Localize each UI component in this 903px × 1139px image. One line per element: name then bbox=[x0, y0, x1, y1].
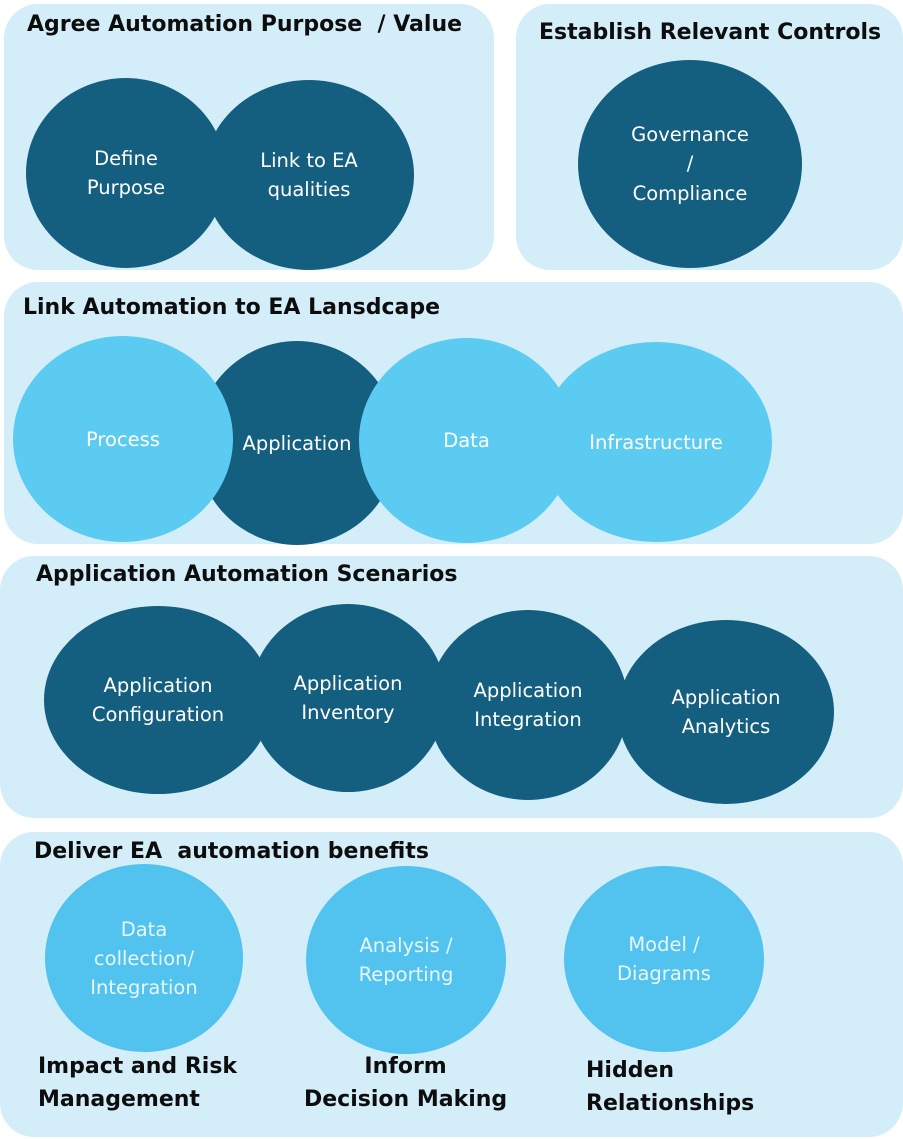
data-collection-integration-circle: Data collection/ Integration bbox=[45, 864, 243, 1052]
circle-line: Integration bbox=[474, 708, 582, 731]
circle-line: Inventory bbox=[301, 701, 395, 724]
circle-line: Data bbox=[120, 917, 168, 941]
circle-line: Application bbox=[103, 674, 213, 697]
outcome-line: Management bbox=[38, 1087, 200, 1112]
circle-line: qualities bbox=[267, 178, 351, 201]
circle-line: / bbox=[686, 152, 694, 176]
circle-line: Application bbox=[671, 686, 781, 709]
outcome-line: Decision Making bbox=[304, 1087, 508, 1112]
application-configuration-circle: Application Configuration bbox=[44, 606, 272, 794]
governance-compliance-circle: Governance / Compliance bbox=[578, 60, 802, 268]
circle-line: Data bbox=[443, 429, 490, 452]
data-circle: Data bbox=[359, 338, 574, 543]
outcome-line: Hidden bbox=[586, 1058, 675, 1083]
infrastructure-circle: Infrastructure bbox=[540, 342, 772, 542]
circle-line: Application bbox=[293, 672, 403, 695]
define-purpose-circle: Define Purpose bbox=[26, 78, 226, 268]
landscape-title: Link Automation to EA Lansdcape bbox=[23, 295, 441, 320]
application-integration-circle: Application Integration bbox=[428, 610, 628, 800]
circle-line: Purpose bbox=[86, 176, 166, 199]
outcome-line: Impact and Risk bbox=[38, 1054, 238, 1079]
outcome-line: Relationships bbox=[586, 1091, 755, 1116]
circle-line: Reporting bbox=[358, 963, 454, 986]
inform-decision-making-label: Inform Decision Making bbox=[304, 1050, 507, 1116]
circle-line: Process bbox=[86, 427, 160, 451]
circle-line: Integration bbox=[90, 975, 198, 999]
controls-title: Establish Relevant Controls bbox=[539, 20, 882, 45]
scenarios-title: Application Automation Scenarios bbox=[36, 562, 458, 587]
circle-line: Infrastructure bbox=[589, 430, 723, 454]
circle-line: Model / bbox=[628, 933, 700, 956]
outcome-line: Inform bbox=[364, 1054, 447, 1079]
benefits-title: Deliver EA automation benefits bbox=[34, 839, 429, 864]
circle-line: Configuration bbox=[91, 703, 225, 726]
purpose-title: Agree Automation Purpose / Value bbox=[27, 12, 463, 37]
circle-line: Governance bbox=[631, 122, 749, 146]
application-analytics-circle: Application Analytics bbox=[618, 620, 834, 804]
process-circle: Process bbox=[13, 336, 233, 542]
hidden-relationships-label: Hidden Relationships bbox=[586, 1054, 754, 1120]
link-to-ea-qualities-circle: Link to EA qualities bbox=[204, 80, 414, 270]
circle-line: collection/ bbox=[93, 946, 195, 970]
analysis-reporting-circle: Analysis / Reporting bbox=[306, 866, 506, 1054]
circle-line: Application bbox=[242, 431, 352, 455]
circle-line: Link to EA bbox=[260, 149, 358, 172]
circle-line: Compliance bbox=[632, 181, 748, 205]
application-inventory-circle: Application Inventory bbox=[250, 604, 446, 792]
model-diagrams-circle: Model / Diagrams bbox=[564, 866, 764, 1052]
circle-line: Diagrams bbox=[617, 962, 711, 985]
circle-line: Application bbox=[473, 679, 583, 702]
circle-line: Define bbox=[94, 147, 158, 170]
circle-line: Analytics bbox=[681, 715, 771, 738]
circle-line: Analysis / bbox=[359, 934, 453, 957]
impact-risk-management-label: Impact and Risk Management bbox=[38, 1050, 237, 1116]
